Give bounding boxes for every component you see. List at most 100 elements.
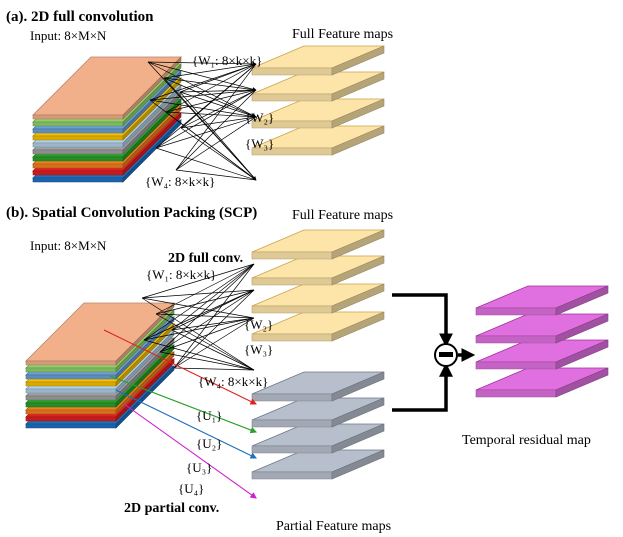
conn-a-7-0: [175, 63, 257, 171]
section-a-w3-label: {W₃}: [245, 136, 274, 151]
conn-a-6-0: [155, 63, 257, 149]
conn-b-1-1: [155, 289, 255, 315]
conn-a-4-0: [165, 63, 257, 113]
input-b-layer-10-front: [25, 360, 117, 366]
residual-map-1: [475, 285, 609, 316]
full-map-b-4: [251, 311, 385, 342]
section-b-labels: (b). Spatial Convolution Packing (SCP) F…: [6, 205, 591, 534]
section-a-w2-label: {W₂}: [245, 110, 274, 125]
conn-a-1-3: [163, 77, 257, 181]
conn-a-3-1: [149, 89, 257, 101]
input-a-layer-8-side: [122, 70, 182, 134]
full-map-b-4-front: [251, 333, 333, 342]
input-b-layer-10-side: [115, 302, 175, 366]
full-map-a-2-front: [251, 93, 333, 102]
full-map-a-3: [251, 98, 385, 129]
conn-b-0-0: [141, 263, 255, 299]
u-arrow-1: [103, 329, 257, 405]
section-a-output-label: Full Feature maps: [292, 27, 393, 42]
input-a-layer-3-side: [122, 105, 182, 169]
conn-b-5-3: [173, 367, 255, 371]
input-a-layer-1-front: [32, 177, 124, 183]
section-b-w1-label: {W₁: 8×k×k}: [146, 267, 216, 282]
partial-to-subtract-arrow: [392, 362, 453, 412]
conn-b-2-3: [171, 329, 255, 371]
conn-a-2-1: [179, 89, 257, 93]
residual-map-2-front: [475, 335, 557, 344]
input-a-layer-6-side: [122, 84, 182, 148]
u-arrow-4: [123, 403, 257, 499]
full-map-b-2-side: [331, 255, 385, 286]
input-b-layer-8-front: [25, 374, 117, 380]
full-map-a-2: [251, 71, 385, 102]
section-b-u1-label: {U₁}: [196, 408, 222, 423]
conn-a-0-1: [147, 61, 257, 92]
conn-a-0-0: [147, 61, 257, 67]
conn-b-1-2: [155, 313, 255, 319]
input-a-layer-4-side: [122, 98, 182, 162]
partial-map-2: [251, 397, 385, 428]
input-a-layer-7-front: [32, 135, 124, 141]
conn-b-4-2: [159, 317, 255, 353]
input-b-layer-1-side: [115, 365, 175, 429]
input-a-layer-7-side: [122, 77, 182, 141]
residual-map-4-front: [475, 389, 557, 398]
full-map-a-4-side: [331, 125, 385, 156]
residual-map-3-front: [475, 361, 557, 370]
residual-map-3: [475, 339, 609, 370]
conn-a-4-2: [165, 111, 257, 118]
partial-map-1: [251, 371, 385, 402]
full-map-b-3-side: [331, 283, 385, 314]
conn-b-2-1: [171, 289, 255, 331]
partial-map-2-side: [331, 397, 385, 428]
input-a-layer-10-front: [32, 114, 124, 120]
partial-map-3: [251, 423, 385, 454]
full-map-b-1-side: [331, 229, 385, 260]
partial-map-1-front: [251, 393, 333, 402]
full-map-b-1: [251, 229, 385, 260]
partial-map-3-front: [251, 445, 333, 454]
full-map-b-3: [251, 283, 385, 314]
input-b-layer-4-side: [115, 344, 175, 408]
residual-map-1-side: [555, 285, 609, 316]
conn-a-6-3: [155, 147, 257, 181]
input-b-layer-3-side: [115, 351, 175, 415]
section-a-input-label: Input: 8×M×N: [30, 28, 107, 43]
full-map-b-3-front: [251, 305, 333, 314]
full-map-a-4: [251, 125, 385, 156]
shapes-layer: [25, 45, 609, 480]
conn-b-3-1: [143, 289, 255, 341]
conn-a-1-1: [163, 77, 257, 91]
full-map-b-2-front: [251, 277, 333, 286]
conn-a-7-2: [175, 116, 257, 171]
conn-a-6-2: [155, 116, 257, 149]
section-b-w4-label: {W₄: 8×k×k}: [198, 374, 268, 389]
conn-b-0-1: [141, 289, 255, 299]
conn-b-5-2: [173, 317, 255, 369]
conn-b-1-3: [155, 313, 255, 371]
section-b-u2-label: {U₂}: [196, 436, 222, 451]
full-map-b-4-side: [331, 311, 385, 342]
section-b-w3-label: {W₃}: [244, 342, 273, 357]
conn-a-1-2: [163, 77, 257, 118]
section-b-full-conv-label: 2D full conv.: [168, 251, 243, 266]
full-map-b-2: [251, 255, 385, 286]
partial-map-1-side: [331, 371, 385, 402]
conn-a-4-3: [165, 111, 257, 181]
section-b-partial-conv-label: 2D partial conv.: [124, 501, 219, 516]
full-to-subtract-arrow: [392, 293, 453, 348]
input-a-layer-9-side: [122, 63, 182, 127]
input-b-layer-4-front: [25, 402, 117, 408]
u-arrow-2: [109, 375, 258, 434]
input-a-layer-8-front: [32, 128, 124, 134]
partial-map-2-front: [251, 419, 333, 428]
minus-icon: [439, 352, 453, 357]
full-map-a-1: [251, 45, 385, 76]
residual-map-3-side: [555, 339, 609, 370]
partial-map-4: [251, 449, 385, 480]
input-a-layer-5-front: [32, 149, 124, 155]
full-map-a-1-front: [251, 67, 333, 76]
input-b-layer-9-side: [115, 309, 175, 373]
conn-b-1-0: [155, 263, 255, 315]
